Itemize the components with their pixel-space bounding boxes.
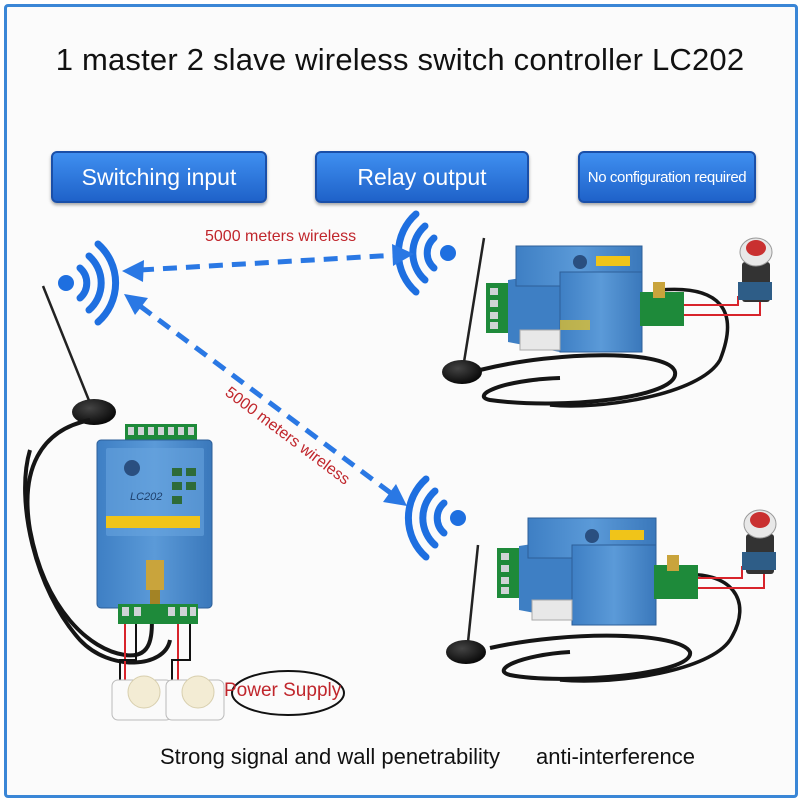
wireless-link-arrow [138, 303, 394, 497]
switch-button [165, 675, 225, 721]
no-configuration-badge: No configuration required [578, 151, 756, 203]
switching-input-badge: Switching input [51, 151, 267, 203]
power-supply-label: Power Supply [224, 680, 342, 701]
master-controller-device: LC202 [96, 424, 213, 624]
switch-button [111, 675, 173, 721]
anti-interference-text: anti-interference [536, 744, 695, 769]
page-title: 1 master 2 slave wireless switch control… [55, 42, 745, 77]
slave-antenna [446, 544, 742, 683]
slave-relay-device-1 [486, 245, 684, 353]
signal-feature-text: Strong signal and wall penetrability [160, 744, 500, 769]
wireless-link-arrow [139, 252, 399, 273]
slave-relay-device-2 [497, 517, 698, 626]
relay-output-badge: Relay output [315, 151, 529, 203]
slave-antenna [442, 237, 730, 408]
wireless-range-label: 5000 meters wireless [205, 228, 357, 245]
push-button-switch [742, 509, 777, 574]
push-button-switch [738, 237, 773, 302]
wifi-signal-icon [404, 475, 466, 561]
wifi-signal-icon [58, 240, 120, 326]
image-frame [4, 4, 798, 798]
master-antenna [23, 285, 172, 665]
power-supply-loop [231, 670, 345, 716]
master-model-text: LC202 [130, 491, 162, 503]
